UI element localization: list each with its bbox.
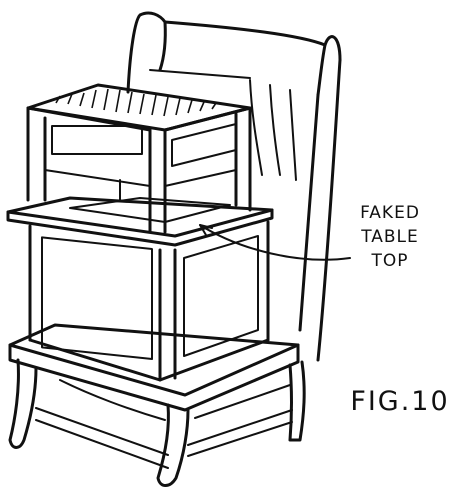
box-top-hatching xyxy=(56,89,216,116)
callout-line-2: TABLE xyxy=(340,229,440,246)
callout-line-1: FAKED xyxy=(340,205,440,222)
lower-box xyxy=(30,222,268,380)
callout-line-3: TOP xyxy=(340,253,440,270)
figure-label: FIG.10 xyxy=(340,388,460,415)
faked-table-top-callout: FAKED TABLE TOP xyxy=(340,205,440,277)
box-frame xyxy=(28,85,250,232)
